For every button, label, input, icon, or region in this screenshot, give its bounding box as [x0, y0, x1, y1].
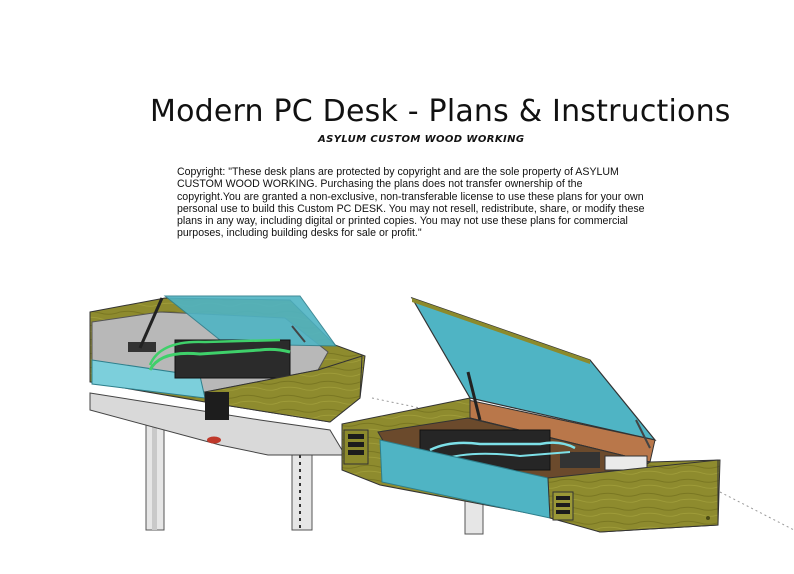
document-title: Modern PC Desk - Plans & Instructions	[150, 94, 731, 129]
desk-render-left	[89, 295, 366, 531]
desk-render-right	[341, 296, 794, 535]
copyright-notice: Copyright: "These desk plans are protect…	[177, 166, 645, 240]
document-subtitle: ASYLUM CUSTOM WOOD WORKING	[318, 134, 525, 145]
